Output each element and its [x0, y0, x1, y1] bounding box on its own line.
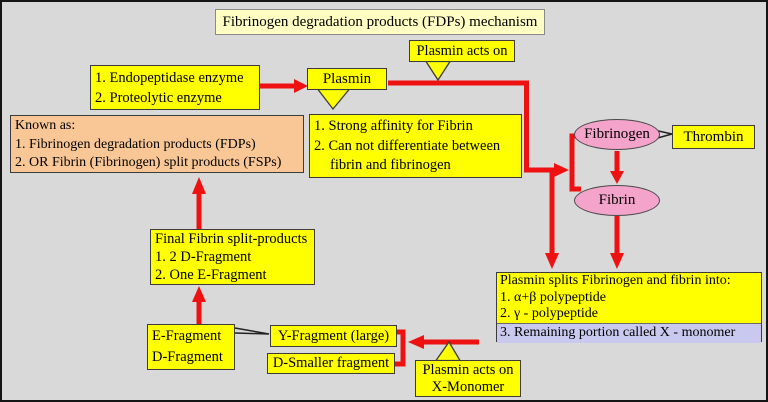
known-as-line-1: Known as: — [15, 118, 76, 133]
arrow-enzyme-to-plasmin — [260, 79, 308, 93]
x-monomer-callout: Plasmin acts on X-Monomer — [415, 360, 521, 397]
affinity-line-2: 2. Can not differentiate between — [314, 137, 501, 154]
fibrinogen-node: Fibrinogen — [574, 119, 660, 150]
splits-line-1: Plasmin splits Fibrinogen and fibrin int… — [500, 273, 731, 288]
bracket-fibrinogen-fibrin — [569, 133, 583, 192]
plasmin-splits-box: Plasmin splits Fibrinogen and fibrin int… — [496, 272, 762, 343]
splits-line-3: 2. γ - polypeptide — [500, 306, 598, 321]
connector-ef-y-fragment — [234, 327, 270, 335]
known-as-box: Known as: 1. Fibrinogen degradation prod… — [10, 115, 304, 173]
callout-tail-plasmin-acts-on — [424, 60, 452, 82]
affinity-line-3: fibrin and fibrinogen — [330, 157, 451, 173]
ef-line-1: E-Fragment — [152, 328, 222, 344]
splits-line-2: 1. α+β polypeptide — [500, 289, 606, 305]
arrow-ef-to-final — [192, 286, 206, 324]
enzyme-box: 1. Endopeptidase enzyme 2. Proteolytic e… — [90, 65, 260, 110]
known-as-line-3: 2. OR Fibrin (Fibrinogen) split products… — [15, 155, 282, 170]
diagram-title: Fibrinogen degradation products (FDPs) m… — [215, 9, 545, 35]
fibrin-node: Fibrin — [574, 185, 660, 216]
callout-tail-x-monomer — [434, 340, 462, 362]
plasmin-acts-on-callout: Plasmin acts on — [409, 40, 515, 62]
callout-tail-plasmin — [316, 88, 351, 111]
arrow-fibrinogen-to-fibrin — [610, 151, 624, 184]
final-split-box: Final Fibrin split-products 1. 2 D-Fragm… — [150, 229, 315, 285]
affinity-line-1: 1. Strong affinity for Fibrin — [314, 118, 473, 134]
arrow-final-to-known-as — [192, 177, 206, 230]
final-split-line-3: 2. One E-Fragment — [155, 266, 267, 283]
final-split-line-1: Final Fibrin split-products — [155, 231, 308, 247]
affinity-box: 1. Strong affinity for Fibrin 2. Can not… — [309, 114, 522, 178]
d-fragment-box: D-Smaller fragment — [267, 353, 395, 374]
thrombin-box: Thrombin — [672, 125, 755, 149]
final-split-line-2: 1. 2 D-Fragment — [155, 248, 252, 265]
arrow-junction-down-to-splits-box — [545, 168, 559, 269]
arrow-plasmin-to-fibrinogen-bracket — [388, 80, 569, 177]
arrow-monomer-to-fragments — [408, 335, 479, 349]
y-fragment-box: Y-Fragment (large) — [270, 325, 397, 347]
splits-line-4-x-monomer: 3. Remaining portion called X - monomer — [497, 322, 761, 343]
x-monomer-line-1: Plasmin acts on — [422, 362, 514, 378]
enzyme-line-2: 2. Proteolytic enzyme — [95, 90, 222, 106]
x-monomer-line-2: X-Monomer — [431, 379, 505, 395]
enzyme-line-1: 1. Endopeptidase enzyme — [95, 70, 244, 86]
plasmin-callout: Plasmin — [307, 68, 387, 90]
bracket-y-d-fragments — [394, 329, 406, 367]
known-as-line-2: 1. Fibrinogen degradation products (FDPs… — [15, 136, 256, 152]
ef-fragments-box: E-Fragment D-Fragment — [147, 324, 235, 370]
arrow-fibrin-to-splits-box — [610, 216, 624, 269]
ef-line-2: D-Fragment — [152, 349, 223, 365]
